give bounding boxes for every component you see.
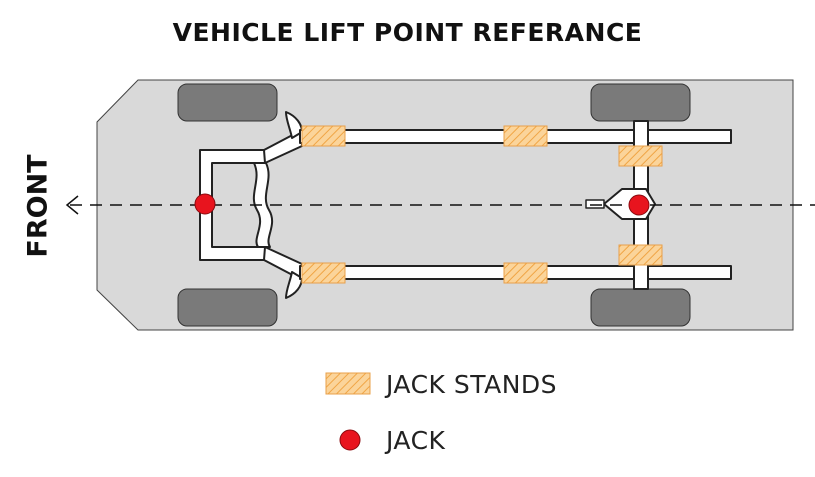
legend-item-jack: JACK [386,426,445,455]
rear-left-tire [590,83,691,122]
jack-stand-rear-axle-right [618,244,663,266]
diagram-title: VEHICLE LIFT POINT REFERANCE [172,18,643,47]
rear-right-tire [590,288,691,327]
jack-stand-rear-axle-left [618,145,663,167]
jack-stand-markers [301,125,663,284]
jack-point-rear [628,194,650,216]
legend-jack-stand-swatch [325,372,371,395]
legend-label-jack: JACK [386,426,446,455]
jack-point-front [194,193,216,215]
legend-label-jack-stands: JACK STANDS [386,370,558,399]
legend-jack-swatch [339,429,361,451]
front-arrow-icon [65,195,79,215]
front-right-tire [177,288,278,327]
front-left-tire [177,83,278,122]
jack-stand-front-right [301,262,346,284]
jack-stand-mid-left [503,125,548,147]
jack-stand-mid-right [503,262,548,284]
jack-stand-front-left [301,125,346,147]
legend-item-jack-stands: JACK STANDS [386,370,557,399]
